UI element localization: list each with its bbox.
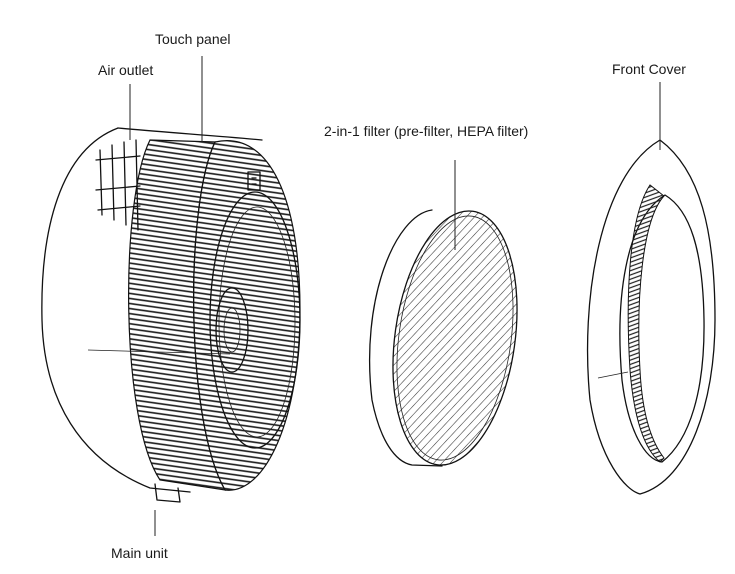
- label-main-unit: Main unit: [111, 545, 168, 561]
- filter-part: [368, 209, 518, 467]
- main-unit-fan-hub: [215, 287, 249, 373]
- label-front-cover: Front Cover: [612, 61, 686, 77]
- main-unit-back-dome: [41, 127, 191, 493]
- front-cover-inner-dome: [619, 194, 705, 463]
- filter-face-edge: [396, 215, 514, 461]
- filter-side: [368, 209, 443, 467]
- label-filter: 2-in-1 filter (pre-filter, HEPA filter): [324, 123, 529, 139]
- label-air-outlet: Air outlet: [98, 62, 154, 78]
- front-cover-shell: [586, 139, 716, 495]
- main-unit-fan-hub-inner: [223, 307, 241, 353]
- label-touch-panel: Touch panel: [155, 31, 231, 47]
- main-unit-inner-opening: [209, 191, 301, 449]
- main-unit-inner-rim: [218, 206, 296, 438]
- front-cover-rib-ring: [627, 184, 665, 463]
- main-unit-seam: [87, 349, 231, 355]
- air-outlet-grille: [95, 139, 141, 231]
- main-unit: [41, 127, 301, 503]
- main-unit-foot: [154, 483, 181, 503]
- front-cover-part: [586, 139, 716, 495]
- main-unit-latch: [247, 171, 261, 191]
- front-cover-seam: [597, 371, 629, 379]
- filter-face: [392, 210, 518, 466]
- main-unit-top-edge: [117, 127, 263, 141]
